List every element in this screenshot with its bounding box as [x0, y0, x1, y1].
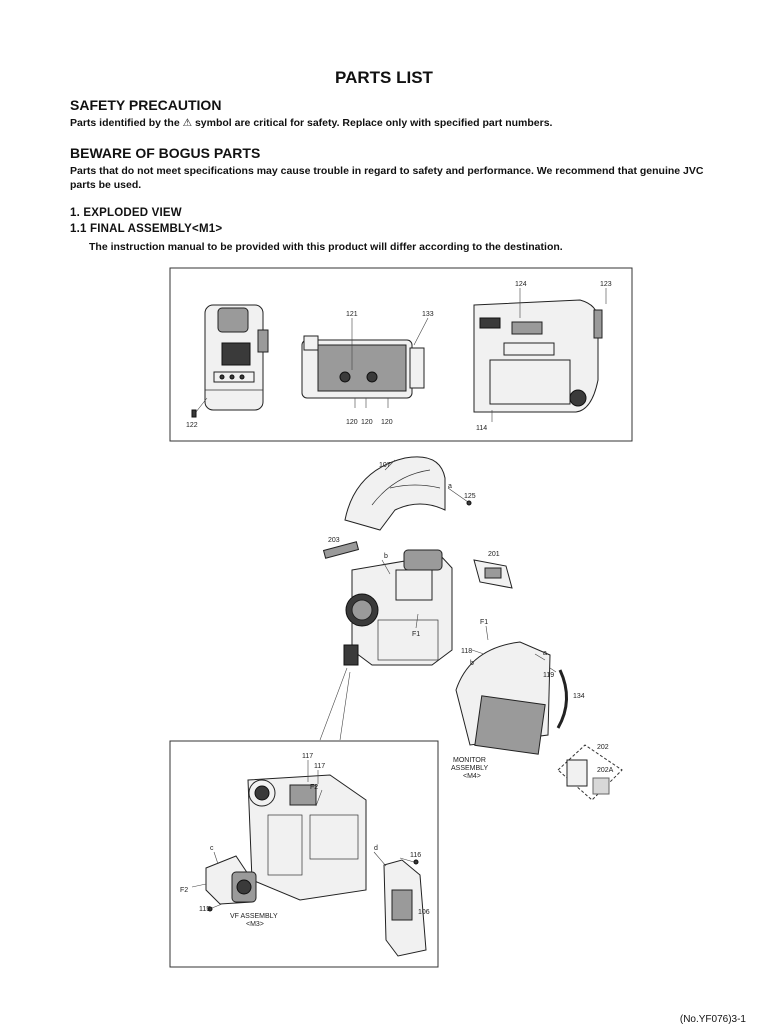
label-117-b: 117 [314, 763, 325, 770]
detail-frame [169, 740, 439, 968]
label-f1-a: F1 [412, 631, 420, 638]
label-f2-b: F2 [180, 887, 188, 894]
label-202a: 202A [597, 767, 614, 774]
grip-monitor-part [455, 625, 568, 755]
instruction-note: The instruction manual to be provided wi… [89, 241, 563, 253]
label-120-c: 120 [381, 419, 393, 426]
page-title: PARTS LIST [335, 68, 433, 87]
safety-text: Parts identified by the ⚠ symbol are cri… [70, 116, 730, 130]
label-vf-2: <M3> [246, 921, 264, 928]
label-vf-1: VF ASSEMBLY [230, 913, 278, 920]
label-202: 202 [597, 744, 609, 751]
label-116: 116 [410, 852, 421, 859]
label-122: 122 [186, 422, 198, 429]
top-cover-part [344, 456, 472, 531]
label-f1-b: F1 [480, 619, 488, 626]
callout-line [319, 667, 348, 741]
label-118: 118 [461, 648, 472, 655]
label-a-1: a [448, 483, 452, 490]
label-107: 107 [379, 462, 391, 469]
label-monitor-3: <M4> [463, 773, 481, 780]
label-124: 124 [515, 281, 527, 288]
label-125: 125 [464, 493, 476, 500]
label-106: 106 [418, 909, 430, 916]
label-monitor-2: ASSEMBLY [451, 765, 489, 772]
label-119: 119 [543, 672, 554, 679]
label-117-a: 117 [302, 753, 313, 760]
label-c: c [210, 845, 214, 852]
label-f2-a: F2 [310, 784, 318, 791]
label-monitor-1: MONITOR [453, 757, 486, 764]
label-114: 114 [476, 425, 487, 432]
camera-chassis-detail [247, 760, 367, 901]
bogus-heading: BEWARE OF BOGUS PARTS [70, 145, 261, 161]
safety-text-after: symbol are critical for safety. Replace … [194, 117, 553, 129]
label-a-2: a [543, 650, 547, 657]
camera-bottom-view [301, 317, 429, 408]
section-heading: 1. EXPLODED VIEW [70, 207, 182, 219]
label-201: 201 [488, 551, 500, 558]
callout-line [339, 671, 351, 741]
subsection-heading: 1.1 FINAL ASSEMBLY<M1> [70, 223, 223, 235]
label-123: 123 [600, 281, 612, 288]
label-b-1: b [384, 553, 388, 560]
label-b-2: b [470, 660, 474, 667]
label-134: 134 [573, 693, 585, 700]
label-121: 121 [346, 311, 358, 318]
label-203: 203 [328, 537, 340, 544]
label-115: 115 [199, 906, 210, 913]
part-106 [373, 851, 427, 957]
safety-heading: SAFETY PRECAUTION [70, 97, 222, 113]
memory-card-part [557, 744, 623, 801]
label-120-b: 120 [361, 419, 373, 426]
warning-triangle-icon: ⚠ [182, 117, 193, 129]
safety-text-before: Parts identified by the [70, 117, 180, 129]
bogus-text: Parts that do not meet specifications ma… [70, 165, 704, 191]
top-views-frame [169, 267, 633, 442]
label-d: d [374, 845, 378, 852]
camera-side-view [473, 288, 607, 422]
part-203 [322, 541, 360, 559]
part-201 [473, 559, 513, 589]
vf-assembly-part [191, 851, 257, 912]
page-footer: (No.YF076)3-1 [679, 1014, 746, 1025]
label-133: 133 [422, 311, 434, 318]
label-120-a: 120 [346, 419, 358, 426]
main-camera-body [343, 549, 453, 666]
camera-rear-view [191, 304, 269, 418]
